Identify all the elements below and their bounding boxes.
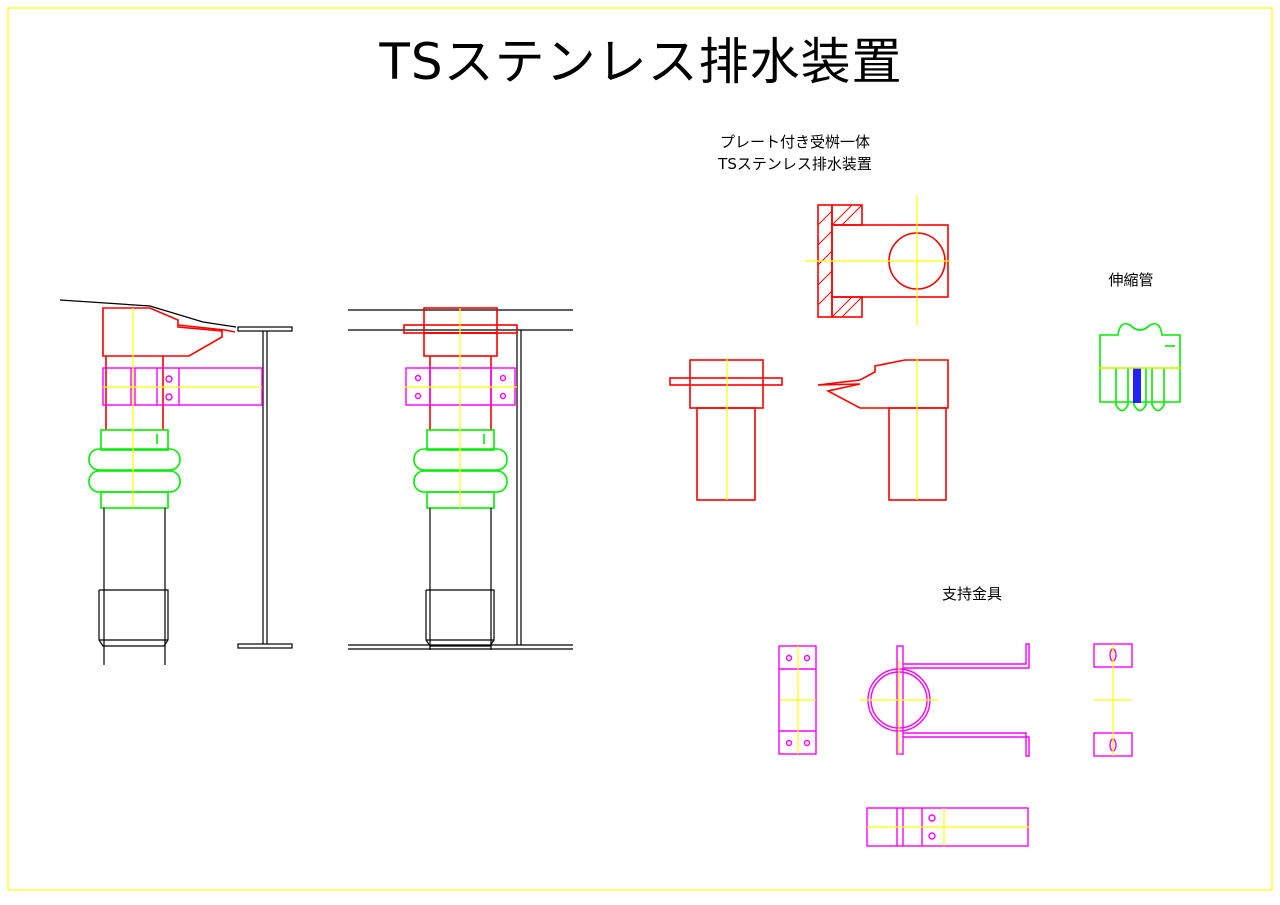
side-view-assembly [59, 299, 293, 665]
front-view-assembly [348, 307, 573, 650]
drain-hopper [102, 307, 223, 357]
support-bracket-drawings [778, 643, 1133, 847]
plate-caption-line2: TSステンレス排水装置 [718, 155, 872, 173]
support-bracket-label: 支持金具 [941, 585, 1003, 603]
drawing-title: TSステンレス排水装置 [379, 33, 903, 91]
expansion-joint [88, 429, 181, 509]
plate-drain-front-view [669, 358, 783, 501]
expansion-pipe-label: 伸縮管 [1108, 271, 1154, 289]
plate-drain-side-view [817, 358, 949, 501]
plate-drain-top-view [805, 195, 950, 325]
expansion-pipe-drawing [1098, 322, 1182, 412]
plate-caption-line1: プレート付き受桝一体 [719, 133, 871, 151]
drawing-border [7, 7, 1273, 891]
i-beam [237, 326, 293, 649]
